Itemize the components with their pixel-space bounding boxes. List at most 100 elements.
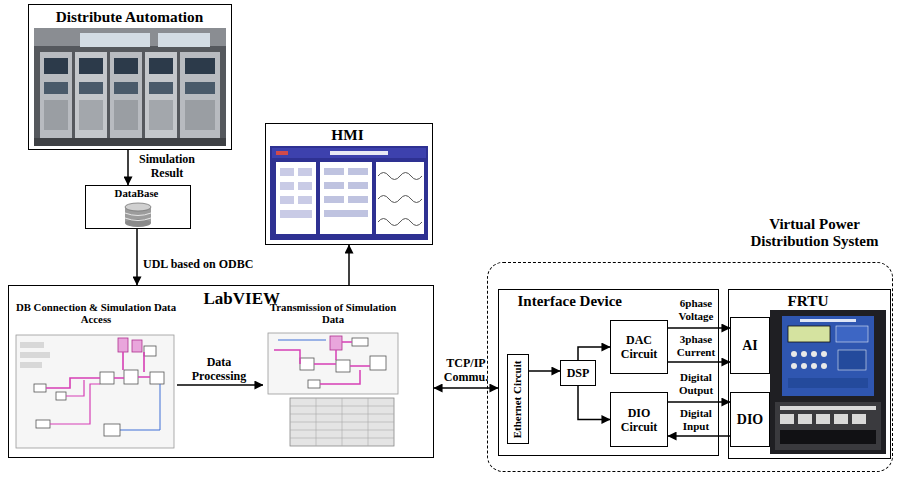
- labview-screenshot-part: [56, 392, 66, 400]
- connector: [578, 386, 610, 420]
- hmi-screenshot-part: [378, 196, 422, 203]
- labview-screenshot-part: [50, 380, 100, 424]
- node-title: Ethernet Circuit: [512, 360, 525, 438]
- frtu-photo-part: [780, 414, 794, 424]
- circuit-box: Ethernet Circuit: [507, 354, 529, 444]
- labview-screenshot-part: [20, 342, 44, 348]
- connector: [177, 384, 263, 386]
- hmi-screenshot-part: [376, 162, 424, 234]
- node-title: DIO Circuit: [612, 406, 666, 434]
- labview-screenshot-part: [118, 338, 128, 352]
- frtu-photo-part: [770, 310, 886, 454]
- frtu-photo-part: [791, 351, 797, 357]
- frtu-box: FRTU AI DIO: [728, 289, 891, 459]
- hmi-screenshot-part: [280, 196, 294, 204]
- frtu-photo-part: [775, 402, 881, 450]
- edge-label: Digital Output: [668, 371, 724, 397]
- node-title: DataBase: [85, 187, 189, 199]
- frtu-photo-part: [836, 326, 868, 342]
- lab-photo-part: [40, 52, 72, 138]
- hmi-screenshot-part: [298, 182, 312, 190]
- hmi-screenshot-part: [280, 182, 294, 190]
- hmi-screenshot-part: [272, 148, 426, 158]
- edge-label: Data Processing: [186, 355, 252, 383]
- lab-photo-part: [44, 82, 68, 94]
- hmi-screenshot-part: [276, 162, 316, 234]
- connector: [668, 361, 730, 363]
- circuit-box: DIO Circuit: [610, 392, 668, 447]
- lab-photo-part: [44, 58, 68, 74]
- frtu-photo-part: [788, 326, 830, 342]
- hmi-screenshot-part: [324, 210, 368, 217]
- node-title: DAC Circuit: [612, 333, 666, 361]
- frtu-photo-part: [811, 351, 817, 357]
- labview-screenshot-part: [20, 352, 50, 358]
- node-title: Virtual Power Distribution System: [741, 216, 889, 250]
- labview-screenshot-part: [36, 420, 50, 428]
- database-icon: [125, 203, 151, 227]
- labview-screenshot-part: [16, 335, 174, 448]
- frtu-photo-part: [780, 430, 876, 444]
- node-title: HMI: [265, 126, 431, 144]
- connector: [136, 229, 138, 285]
- hmi-screenshot-part: [276, 151, 288, 155]
- hmi-screenshot-part: [330, 151, 388, 155]
- lab-photo-part: [185, 100, 215, 130]
- frtu-photo-part: [780, 406, 876, 410]
- frtu-photo-part: [811, 363, 817, 369]
- frtu-photo-part: [852, 414, 866, 424]
- lab-photo-part: [80, 33, 150, 47]
- screenshot-panel: Transmission of Simulation Data: [263, 301, 403, 451]
- frtu-photo-part: [800, 319, 856, 322]
- port-box: AI: [730, 317, 770, 374]
- database-icon-part: [125, 218, 151, 221]
- dashed-region: Virtual Power Distribution SystemInterfa…: [487, 262, 893, 472]
- hmi-box: HMI: [265, 123, 433, 245]
- lab-photo-part: [149, 100, 173, 130]
- lab-photo-part: [34, 28, 226, 46]
- screenshot-panel: DB Connection & Simulation Data Access: [15, 301, 177, 451]
- node-title: DSP: [567, 366, 590, 380]
- frtu-photo: [770, 310, 886, 454]
- node-title: FRTU: [728, 292, 889, 310]
- circuit-box: DAC Circuit: [610, 320, 668, 374]
- port-box: DIO: [730, 392, 770, 447]
- frtu-photo-part: [791, 363, 797, 369]
- lab-photo-part: [110, 52, 142, 138]
- labview-screenshot-part: [46, 352, 150, 388]
- hmi-screenshot-part: [348, 168, 368, 175]
- hmi-screenshot-part: [280, 168, 294, 176]
- connector: [434, 387, 498, 389]
- labview-screenshot: [268, 333, 398, 446]
- frtu-photo-part: [821, 363, 827, 369]
- labview-screenshot-part: [278, 340, 326, 341]
- connector: [578, 347, 610, 360]
- labview-screenshot-part: [290, 398, 394, 446]
- labview-screenshot-part: [104, 424, 120, 436]
- hmi-screenshot: [270, 146, 428, 240]
- lab-photo: [34, 28, 226, 146]
- hmi-screenshot-part: [378, 219, 422, 226]
- labview-screenshot: [16, 335, 174, 448]
- hmi-screenshot-part: [378, 173, 422, 180]
- labview-screenshot-part: [34, 384, 46, 392]
- hmi-screenshot-part: [324, 168, 344, 175]
- connector: [127, 150, 129, 185]
- lab-photo-part: [75, 52, 107, 138]
- labview-screenshot-part: [144, 346, 156, 356]
- labview-screenshot-part: [352, 338, 368, 346]
- lab-photo-part: [180, 52, 220, 138]
- processor-box: DSP: [560, 360, 596, 386]
- database-icon-part: [125, 203, 151, 211]
- lab-photo-part: [185, 58, 215, 74]
- hmi-screenshot-part: [348, 182, 368, 189]
- frtu-photo-part: [801, 351, 807, 357]
- node-title: Interface Device: [518, 293, 678, 310]
- lab-photo-part: [149, 82, 173, 94]
- labview-screenshot-part: [150, 372, 164, 384]
- edge-label: 3phase Current: [668, 333, 724, 359]
- edge-label: Digital Input: [668, 407, 724, 433]
- connector: [668, 401, 730, 403]
- connector: [529, 370, 560, 372]
- lab-photo-part: [114, 82, 138, 94]
